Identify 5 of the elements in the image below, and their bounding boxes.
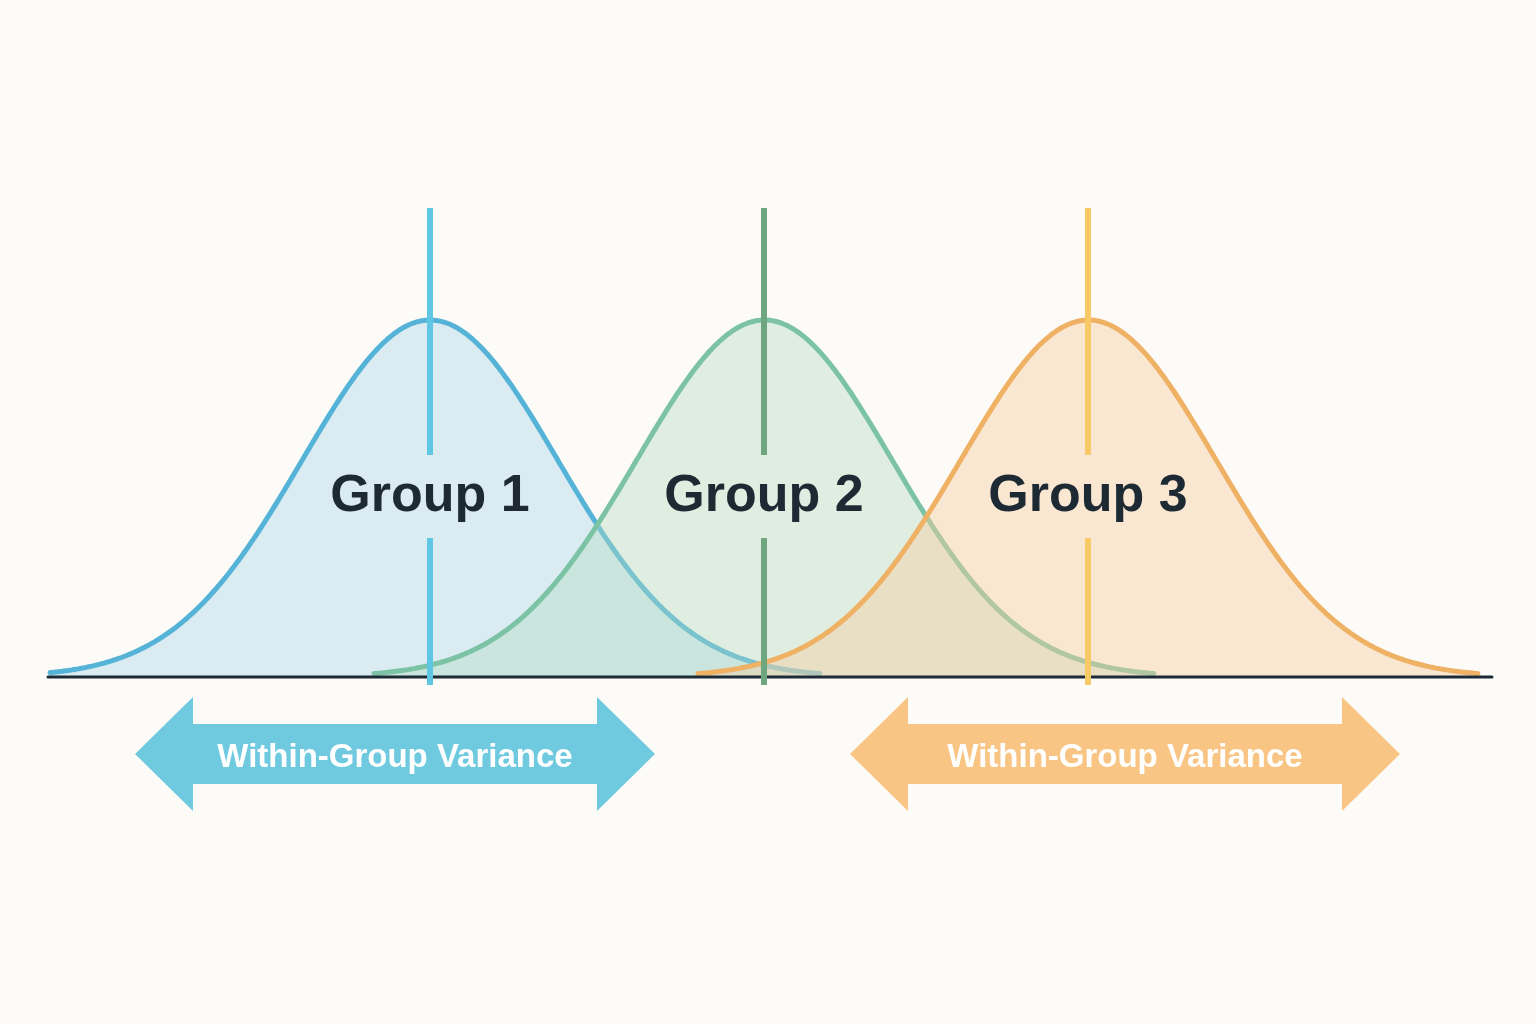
arrow-label: Within-Group Variance	[217, 738, 573, 772]
bell-curve	[50, 317, 821, 677]
double-arrow	[850, 697, 1400, 811]
arrow-label: Within-Group Variance	[947, 738, 1303, 772]
double-arrow	[135, 697, 655, 811]
